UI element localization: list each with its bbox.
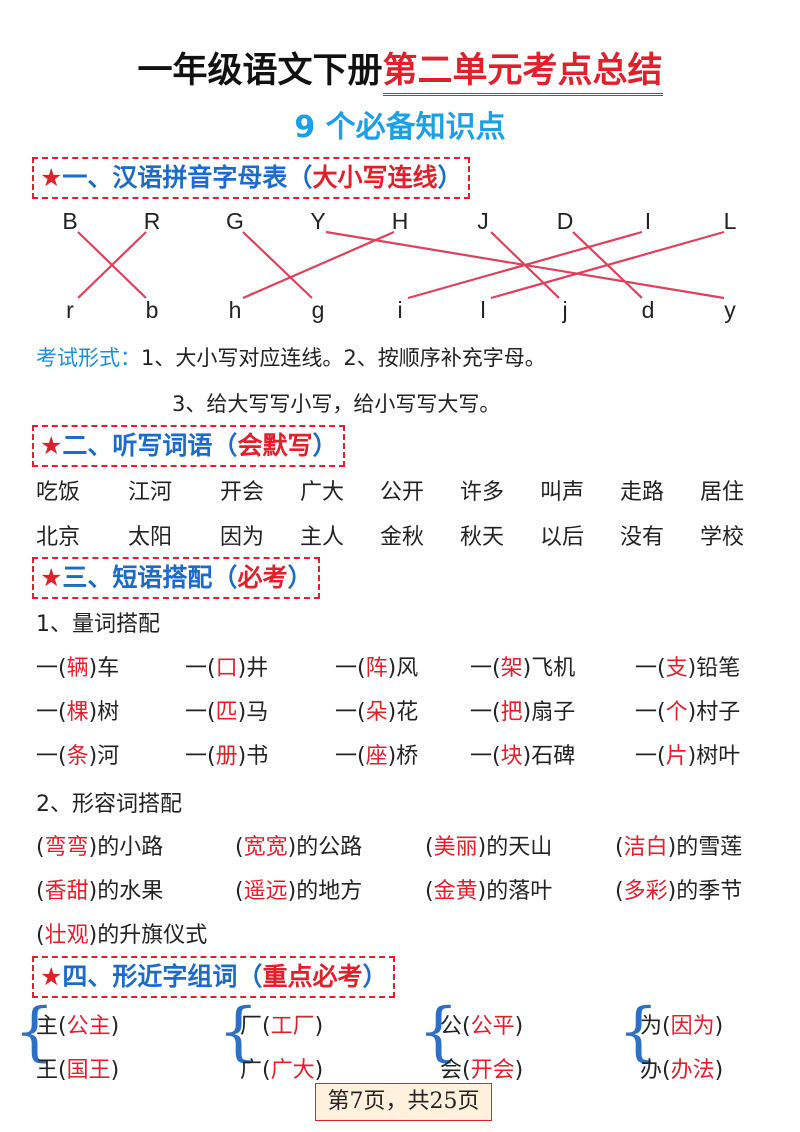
measure-word-item: 一(阵)风 (335, 656, 419, 681)
uppercase-letter: J (477, 208, 489, 234)
adjective-item: (多彩)的季节 (615, 879, 743, 904)
adjective-item: (壮观)的升旗仪式 (36, 923, 208, 948)
measure-word-item: 一(支)铅笔 (635, 656, 741, 681)
lowercase-letter: j (562, 297, 568, 323)
uppercase-letter: R (143, 208, 161, 234)
similar-char-item: 广(广大) (240, 1058, 324, 1083)
measure-word-heading: 1、量词搭配 (36, 612, 160, 637)
page-subtitle: 9 个必备知识点 (294, 110, 506, 145)
lowercase-letter: h (228, 297, 242, 323)
dictation-word: 广大 (300, 480, 345, 505)
page-number: 第7页，共25页 (315, 1083, 492, 1121)
brace-icon: { (14, 995, 55, 1069)
dictation-word: 主人 (300, 525, 345, 550)
lowercase-letter: g (311, 297, 325, 323)
uppercase-letter: B (62, 208, 78, 234)
measure-word-item: 一(匹)马 (185, 700, 269, 725)
measure-word-item: 一(片)树叶 (635, 744, 741, 769)
similar-char-item: 为(因为) (640, 1014, 724, 1039)
uppercase-letter: Y (310, 208, 326, 234)
measure-word-item: 一(口)井 (185, 656, 269, 681)
adjective-item: (洁白)的雪莲 (615, 835, 743, 860)
measure-word-item: 一(架)飞机 (470, 656, 576, 681)
adjective-item: (宽宽)的公路 (235, 835, 363, 860)
uppercase-letter: H (391, 208, 409, 234)
measure-word-item: 一(棵)树 (36, 700, 120, 725)
brace-icon: { (618, 995, 659, 1069)
dictation-word: 开会 (220, 480, 265, 505)
dictation-word: 以后 (540, 525, 585, 550)
section-heading-phrases: ★三、短语搭配（必考） (32, 557, 321, 599)
lowercase-letter: l (480, 297, 486, 323)
dictation-word: 没有 (620, 525, 665, 550)
dictation-word: 走路 (620, 480, 665, 505)
matching-line (242, 231, 313, 299)
exam-format-line2: 3、给大写写小写，给小写写大写。 (172, 392, 501, 416)
dictation-word: 学校 (700, 525, 745, 550)
measure-word-item: 一(条)河 (36, 744, 120, 769)
adjective-item: (金黄)的落叶 (425, 879, 553, 904)
similar-char-item: 厂(工厂) (240, 1014, 324, 1039)
measure-word-item: 一(朵)花 (335, 700, 419, 725)
lowercase-letter: d (641, 297, 655, 323)
matching-line (77, 231, 147, 299)
section-heading-pinyin: ★一、汉语拼音字母表（大小写连线） (32, 157, 471, 199)
uppercase-letter: D (556, 208, 574, 234)
matching-line (490, 230, 725, 300)
similar-char-item: 会(开会) (440, 1058, 524, 1083)
measure-word-item: 一(个)村子 (635, 700, 741, 725)
dictation-word: 秋天 (460, 525, 505, 550)
lowercase-letter: r (66, 297, 74, 323)
exam-format-line1: 考试形式：1、大小写对应连线。2、按顺序补充字母。 (36, 346, 546, 370)
brace-icon: { (418, 995, 459, 1069)
section-heading-dictation: ★二、听写词语（会默写） (32, 425, 346, 467)
measure-word-item: 一(块)石碑 (470, 744, 576, 769)
measure-word-item: 一(把)扇子 (470, 700, 576, 725)
similar-char-item: 主(公主) (36, 1014, 120, 1039)
measure-word-item: 一(辆)车 (36, 656, 120, 681)
lowercase-letter: i (397, 297, 403, 323)
adjective-heading: 2、形容词搭配 (36, 792, 182, 817)
dictation-word: 太阳 (128, 525, 173, 550)
similar-char-item: 公(公平) (440, 1014, 524, 1039)
dictation-word: 叫声 (540, 480, 585, 505)
similar-char-item: 办(办法) (640, 1058, 724, 1083)
dictation-word: 金秋 (380, 525, 425, 550)
measure-word-item: 一(册)书 (185, 744, 269, 769)
page-title: 一年级语文下册第二单元考点总结 (0, 42, 800, 96)
uppercase-letter: I (644, 208, 652, 234)
similar-char-item: 王(国王) (36, 1058, 120, 1083)
matching-line (407, 230, 643, 300)
uppercase-letter: L (723, 208, 737, 234)
dictation-word: 许多 (460, 480, 505, 505)
dictation-word: 吃饭 (36, 480, 81, 505)
brace-icon: { (218, 995, 259, 1069)
lowercase-letter: y (724, 297, 736, 323)
matching-lines (77, 230, 725, 300)
dictation-word: 因为 (220, 525, 265, 550)
dictation-word: 公开 (380, 480, 425, 505)
measure-word-item: 一(座)桥 (335, 744, 419, 769)
section-heading-similar-chars: ★四、形近字组词（重点必考） (32, 956, 396, 998)
adjective-item: (香甜)的水果 (36, 879, 164, 904)
adjective-item: (遥远)的地方 (235, 879, 363, 904)
lowercase-letter: b (145, 297, 159, 323)
dictation-word: 北京 (36, 525, 81, 550)
adjective-item: (弯弯)的小路 (36, 835, 164, 860)
uppercase-letter: G (226, 208, 244, 234)
adjective-item: (美丽)的天山 (425, 835, 553, 860)
dictation-word: 居住 (700, 480, 745, 505)
matching-line (242, 230, 395, 300)
dictation-word: 江河 (128, 480, 173, 505)
